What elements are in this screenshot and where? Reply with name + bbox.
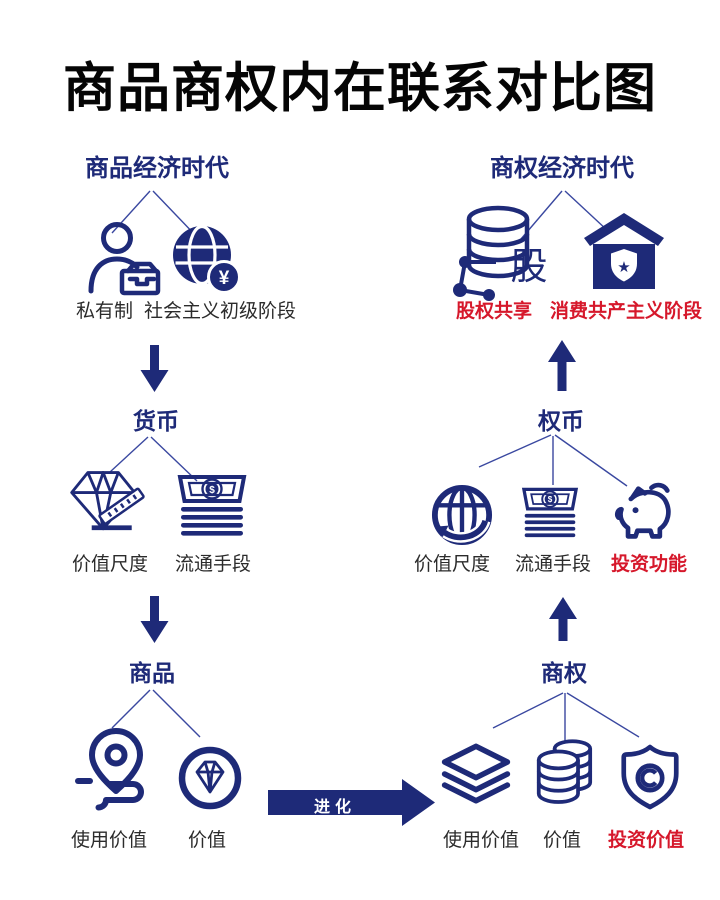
globe-exchange-icon <box>431 484 493 546</box>
diamond-ruler-icon <box>70 471 145 531</box>
label-investment-function: 投资功能 <box>611 554 688 575</box>
label-measure-of-value-left: 价值尺度 <box>72 554 149 575</box>
evolution-arrow-label: 进化 <box>313 799 356 816</box>
svg-text:股: 股 <box>511 246 548 287</box>
label-consumer-communism-stage: 消费共产主义阶段 <box>550 301 703 322</box>
right-commodity-title: 商权 <box>541 660 587 686</box>
up-arrow-2 <box>549 597 577 641</box>
map-pin-route-icon <box>75 728 144 811</box>
coin-stack-icon <box>536 739 593 804</box>
label-measure-of-value-right: 价值尺度 <box>414 554 491 575</box>
label-circulation-means-right: 流通手段 <box>515 554 592 575</box>
banknote-stack-icon: $ <box>177 475 247 536</box>
layers-icon <box>441 743 511 804</box>
left-currency-title: 货币 <box>133 408 179 434</box>
label-use-value-left: 使用价值 <box>71 830 148 851</box>
diamond-circle-icon <box>178 746 242 810</box>
svg-text:★: ★ <box>617 258 630 276</box>
svg-text:$: $ <box>548 495 553 504</box>
house-shield-icon: ★ <box>584 213 664 289</box>
globe-yuan-icon: ¥ <box>173 224 240 294</box>
label-investment-value: 投资价值 <box>608 830 685 851</box>
piggy-bank-icon <box>615 482 671 539</box>
label-value-left: 价值 <box>188 830 227 851</box>
label-circulation-means-left: 流通手段 <box>175 554 252 575</box>
label-use-value-right: 使用价值 <box>443 830 520 851</box>
person-icon <box>88 222 161 296</box>
label-value-right: 价值 <box>543 830 582 851</box>
down-arrow-2 <box>140 596 169 643</box>
right-currency-title: 权币 <box>538 408 584 434</box>
right-era-title: 商权经济时代 <box>490 155 634 182</box>
equity-database-icon: 股 <box>453 205 548 301</box>
left-commodity-title: 商品 <box>129 660 175 686</box>
label-primary-socialism: 社会主义初级阶段 <box>144 301 297 322</box>
label-equity-sharing: 股权共享 <box>456 301 533 322</box>
page-title: 商品商权内在联系对比图 <box>63 59 657 118</box>
label-private-ownership: 私有制 <box>76 301 134 322</box>
svg-text:$: $ <box>209 485 215 496</box>
banknote-stack-icon: $ <box>521 487 579 538</box>
left-era-title: 商品经济时代 <box>85 155 229 182</box>
shield-copyright-icon <box>621 744 679 810</box>
down-arrow-1 <box>140 345 169 392</box>
evolution-arrow <box>268 779 435 826</box>
svg-text:¥: ¥ <box>219 268 230 289</box>
up-arrow-1 <box>548 340 576 391</box>
